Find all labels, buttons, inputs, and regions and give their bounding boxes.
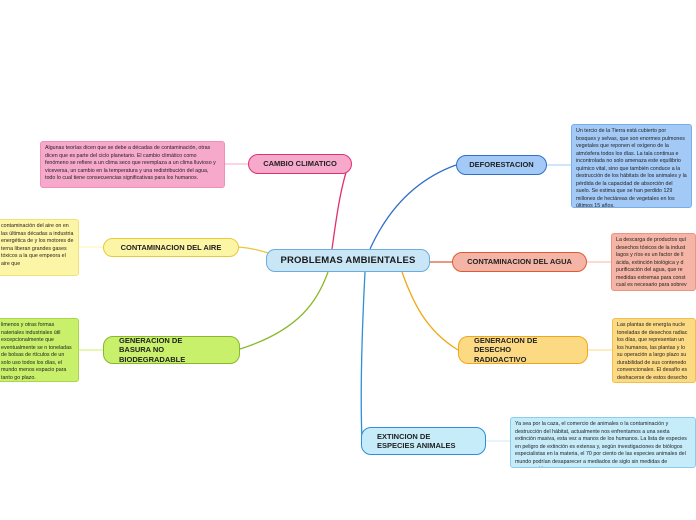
note-desecho-radioactivo: Las plantas de energía nucle toneladas d… [612, 318, 696, 383]
link-cambio-climatico [331, 165, 349, 250]
note-generacion-basura: limenos y otras formas nateriales indust… [0, 318, 79, 382]
topic-extincion-especies-label: EXTINCION DE ESPECIES ANIMALES [377, 431, 456, 450]
topic-deforestacion-label: DEFORESTACION [469, 160, 534, 170]
topic-contaminacion-aire[interactable]: CONTAMINACION DEL AIRE [103, 238, 239, 257]
central-topic-label: PROBLEMAS AMBIENTALES [280, 255, 416, 266]
note-deforestacion-text: Un tercio de la Tierra está cubierto por… [576, 128, 687, 208]
topic-extincion-especies[interactable]: EXTINCION DE ESPECIES ANIMALES [361, 427, 486, 455]
topic-contaminacion-agua-label: CONTAMINACION DEL AGUA [467, 257, 572, 267]
topic-cambio-climatico[interactable]: CAMBIO CLIMATICO [248, 154, 352, 174]
topic-generacion-basura-label: GENERACION DE BASURA NO BIODEGRADABLE [119, 335, 186, 364]
topic-generacion-basura[interactable]: GENERACION DE BASURA NO BIODEGRADABLE [103, 336, 240, 364]
link-deforestacion [369, 164, 457, 250]
topic-contaminacion-agua[interactable]: CONTAMINACION DEL AGUA [452, 252, 587, 272]
note-extincion-especies: Ya sea por la caza, el comercio de anima… [510, 417, 696, 468]
link-desecho-radioactivo [401, 271, 459, 351]
link-extincion-especies [360, 271, 366, 442]
note-contaminacion-agua: La descarga de productos quí desechos tó… [611, 233, 696, 291]
topic-contaminacion-aire-label: CONTAMINACION DEL AIRE [120, 242, 222, 252]
note-cambio-climatico: Algunas teorías dicen que se debe a déca… [40, 141, 225, 188]
note-contaminacion-aire: contaminación del aire on en las últimas… [0, 219, 79, 276]
note-generacion-basura-text: limenos y otras formas nateriales indust… [1, 322, 72, 381]
topic-desecho-radioactivo[interactable]: GENERACION DE DESECHO RADIOACTIVO [458, 336, 588, 364]
note-deforestacion: Un tercio de la Tierra está cubierto por… [571, 124, 692, 208]
topic-deforestacion[interactable]: DEFORESTACION [456, 155, 547, 175]
note-desecho-radioactivo-text: Las plantas de energía nucle toneladas d… [617, 322, 688, 381]
note-cambio-climatico-text: Algunas teorías dicen que se debe a déca… [45, 145, 216, 182]
topic-desecho-radioactivo-label: GENERACION DE DESECHO RADIOACTIVO [474, 335, 538, 364]
note-extincion-especies-text: Ya sea por la caza, el comercio de anima… [515, 421, 687, 467]
note-contaminacion-agua-text: La descarga de productos quí desechos tó… [616, 237, 687, 290]
topic-cambio-climatico-label: CAMBIO CLIMATICO [263, 159, 337, 169]
central-topic[interactable]: PROBLEMAS AMBIENTALES [266, 249, 430, 272]
link-generacion-basura [239, 271, 329, 350]
note-contaminacion-aire-text: contaminación del aire on en las últimas… [1, 223, 74, 267]
